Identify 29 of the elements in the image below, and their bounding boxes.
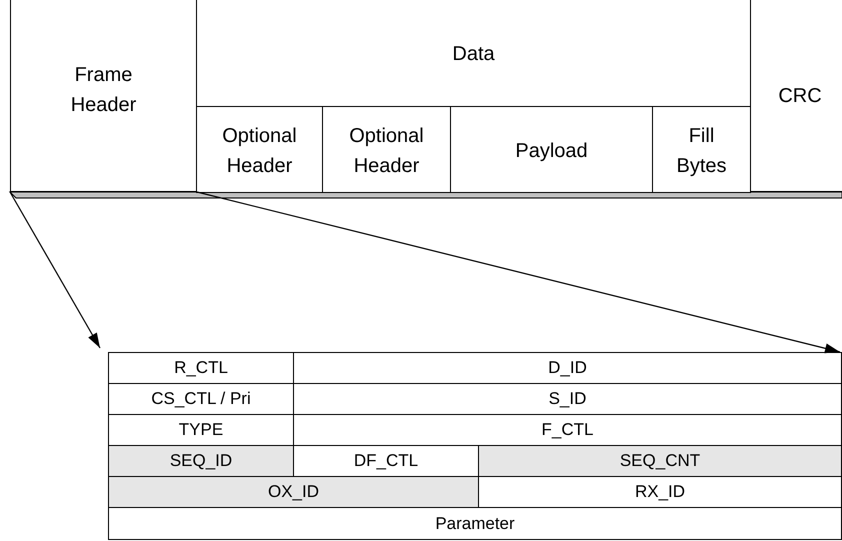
field-label: CRC <box>778 84 822 108</box>
field-label: S_ID <box>548 389 586 409</box>
frame-field-box <box>652 106 751 193</box>
field-label: Parameter <box>435 514 515 534</box>
arrow <box>9 192 101 348</box>
arrow <box>196 191 840 354</box>
field-label: SEQ_ID <box>170 451 232 471</box>
field-label: R_CTL <box>174 358 228 378</box>
field-label: TYPE <box>178 420 224 440</box>
table-cell <box>478 445 842 477</box>
frame-field-box <box>450 106 653 193</box>
field-label: RX_ID <box>634 482 686 502</box>
field-label: Payload <box>515 138 588 164</box>
table-cell <box>108 476 479 508</box>
field-label: CS_CTL / Pri <box>151 389 251 409</box>
frame-field-box <box>10 0 197 192</box>
field-label: F_CTL <box>542 420 594 440</box>
field-label: DF_CTL <box>354 451 418 471</box>
field-label: Optional Header <box>221 124 298 178</box>
frame-field-box <box>196 106 323 193</box>
field-label: Data <box>452 42 495 66</box>
field-label: Fill Bytes <box>675 124 728 178</box>
field-label: Frame Header <box>70 63 138 118</box>
field-label: SEQ_CNT <box>620 451 700 471</box>
field-label: D_ID <box>548 358 587 378</box>
table-cell <box>108 445 294 477</box>
frame-field-box <box>322 106 451 193</box>
field-label: OX_ID <box>268 482 320 502</box>
field-label: Optional Header <box>348 124 425 178</box>
